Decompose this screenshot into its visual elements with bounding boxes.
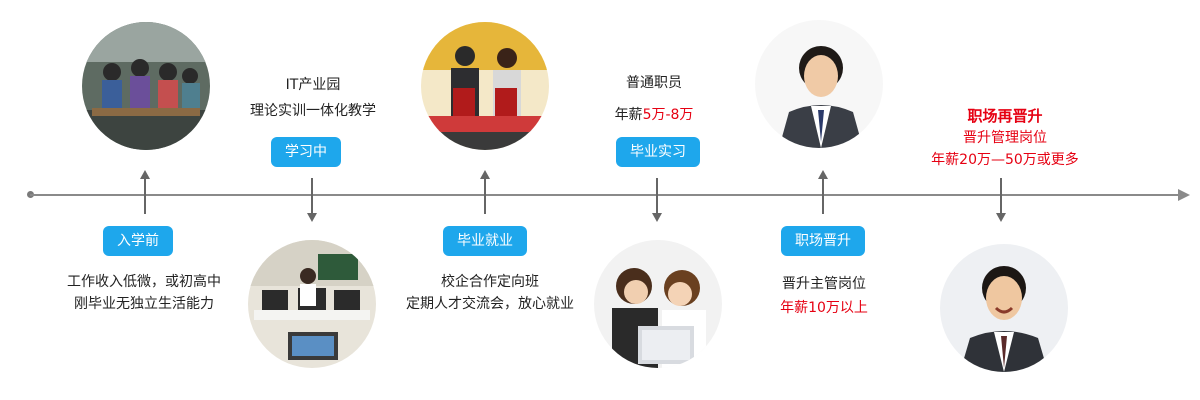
salary-prefix: 年薪 — [614, 107, 643, 123]
description-line: 校企合作定向班 — [441, 274, 539, 290]
description-line: IT产业园 — [285, 77, 341, 93]
arrow-down-icon — [307, 178, 317, 222]
stage-description-before-enrollment: 工作收入低微，或初高中 刚毕业无独立生活能力 — [44, 271, 244, 315]
stage-badge-internship[interactable]: 毕业实习 — [616, 137, 700, 167]
timeline-arrow-icon — [1178, 189, 1190, 201]
salary-line: 年薪10万以上 — [780, 300, 868, 316]
salary-value: 5万-8万 — [642, 107, 694, 123]
stage-badge-graduation-employment[interactable]: 毕业就业 — [443, 226, 527, 256]
stage-badge-before-enrollment[interactable]: 入学前 — [103, 226, 173, 256]
students-workshop-photo — [82, 22, 210, 150]
stage-description-graduation-employment: 校企合作定向班 定期人才交流会，放心就业 — [385, 271, 595, 315]
computer-classroom-photo — [248, 240, 376, 368]
stage-title: 职场再晋升 — [967, 107, 1043, 125]
description-line: 刚毕业无独立生活能力 — [74, 296, 214, 312]
description-line: 理论实训一体化教学 — [250, 103, 376, 119]
salary-line: 年薪5万-8万 — [574, 104, 734, 126]
timeline-line — [30, 194, 1180, 196]
stage-description-promotion: 晋升主管岗位 年薪10万以上 — [744, 273, 904, 319]
arrow-down-icon — [652, 178, 662, 222]
arrow-up-icon — [818, 170, 828, 214]
description-line: 定期人才交流会，放心就业 — [406, 296, 574, 312]
stage-badge-promotion[interactable]: 职场晋升 — [781, 226, 865, 256]
description-line: 工作收入低微，或初高中 — [67, 274, 221, 290]
signing-ceremony-photo — [421, 22, 549, 150]
stage-badge-studying[interactable]: 学习中 — [271, 137, 341, 167]
stage-description-further-promotion: 职场再晋升 晋升管理岗位 年薪20万—50万或更多 — [910, 105, 1100, 171]
arrow-down-icon — [996, 178, 1006, 222]
position-title: 晋升管理岗位 — [963, 130, 1047, 146]
arrow-up-icon — [140, 170, 150, 214]
arrow-up-icon — [480, 170, 490, 214]
position-title: 普通职员 — [626, 75, 682, 91]
stage-description-studying: IT产业园 理论实训一体化教学 — [218, 74, 408, 122]
businessman-photo — [755, 20, 883, 148]
smiling-manager-photo — [940, 244, 1068, 372]
couple-laptop-photo — [594, 240, 722, 368]
salary-line: 年薪20万—50万或更多 — [931, 152, 1079, 168]
position-title: 晋升主管岗位 — [782, 276, 866, 292]
stage-description-internship: 普通职员 年薪5万-8万 — [574, 72, 734, 126]
